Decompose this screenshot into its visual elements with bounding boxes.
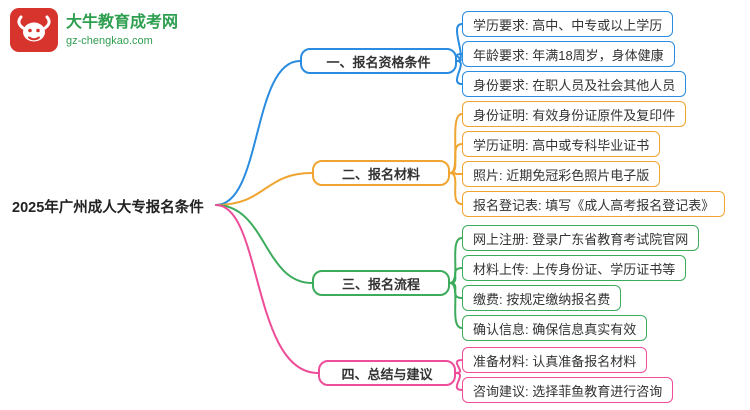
leaf-item: 年龄要求: 年满18周岁，身体健康: [462, 41, 675, 67]
leaf-item: 照片: 近期免冠彩色照片电子版: [462, 161, 661, 187]
connector-root-process: [215, 204, 313, 284]
site-name: 大牛教育成考网: [66, 14, 179, 32]
site-logo: 大牛教育成考网 gz-chengkao.com: [10, 8, 178, 52]
branch-materials: 二、报名材料: [312, 160, 450, 186]
leaf-item: 材料上传: 上传身份证、学历证书等: [462, 255, 687, 281]
root-node: 2025年广州成人大专报名条件: [12, 196, 204, 217]
connector-root-eligibility: [215, 60, 301, 206]
leaf-item: 身份证明: 有效身份证原件及复印件: [462, 101, 687, 127]
branch-process: 三、报名流程: [312, 270, 450, 296]
leaf-item: 报名登记表: 填写《成人高考报名登记表》: [462, 191, 726, 217]
leaf-item: 咨询建议: 选择菲鱼教育进行咨询: [462, 377, 674, 403]
leaf-item: 身份要求: 在职人员及社会其他人员: [462, 71, 687, 97]
leaf-item: 网上注册: 登录广东省教育考试院官网: [462, 225, 700, 251]
connector-leaf: [449, 267, 463, 284]
leaf-item: 准备材料: 认真准备报名材料: [462, 347, 648, 373]
leaf-item: 学历要求: 高中、中专或以上学历: [462, 11, 674, 37]
leaf-item: 缴费: 按规定缴纳报名费: [462, 285, 622, 311]
connector-leaf: [449, 143, 463, 174]
site-url: gz-chengkao.com: [66, 34, 153, 47]
connector-root-summary: [215, 204, 319, 374]
bull-icon: [10, 8, 58, 52]
connector-root-materials: [215, 172, 313, 206]
connector-leaf: [449, 172, 463, 205]
leaf-item: 学历证明: 高中或专科毕业证书: [462, 131, 661, 157]
branch-summary: 四、总结与建议: [318, 360, 456, 386]
connector-leaf: [449, 282, 463, 329]
connector-leaf: [456, 60, 463, 85]
connector-leaf: [455, 372, 463, 391]
leaf-item: 确认信息: 确保信息真实有效: [462, 315, 648, 341]
branch-eligibility: 一、报名资格条件: [300, 48, 457, 74]
